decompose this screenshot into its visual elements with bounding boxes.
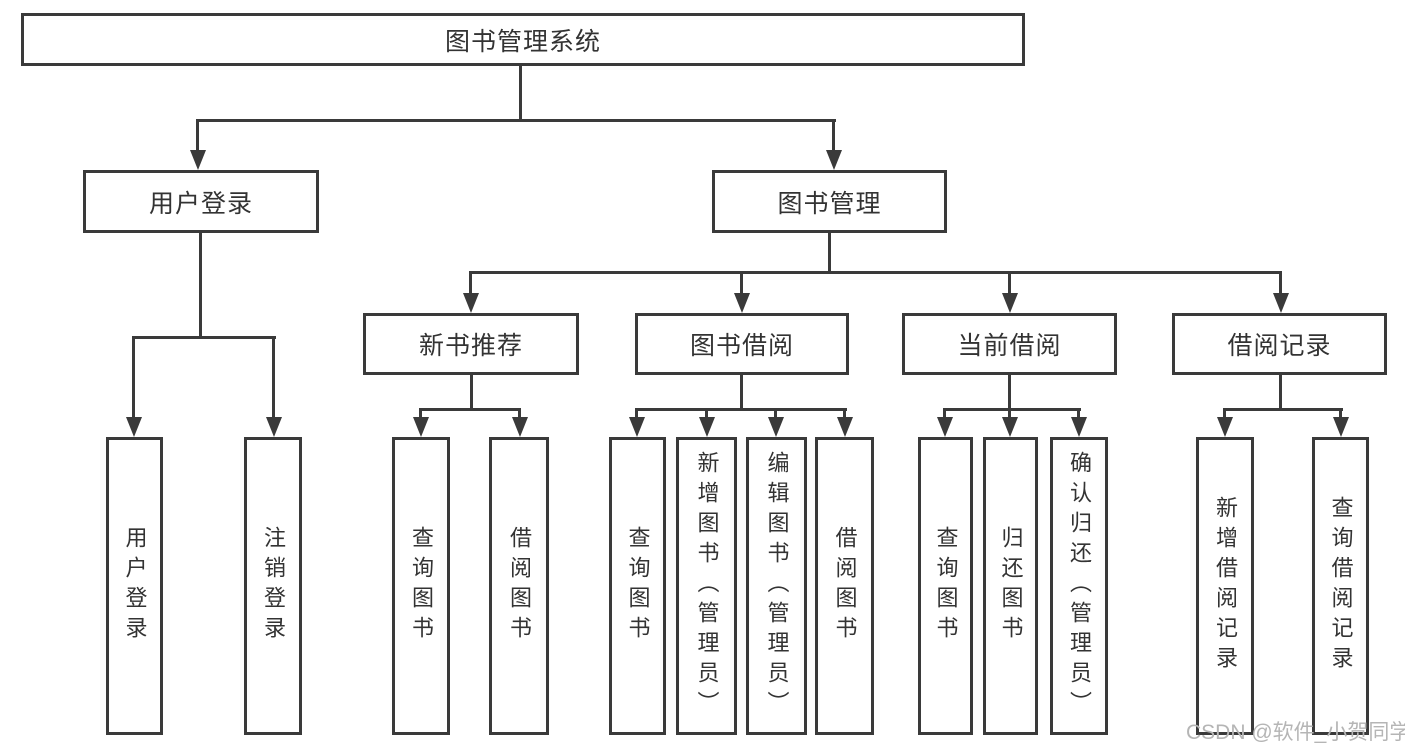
arrowhead-bb-edit <box>768 417 784 437</box>
edge-to-new-book-recommend <box>469 271 472 295</box>
edge-to-br-add <box>1223 408 1226 420</box>
arrowhead-user-login <box>190 150 206 170</box>
node-user-login: 用户登录 <box>83 170 319 233</box>
edge-root-branch <box>197 119 836 122</box>
edge-to-br-query <box>1339 408 1342 420</box>
arrowhead-br-query <box>1333 417 1349 437</box>
edge-br-stem <box>1279 375 1282 411</box>
arrowhead-leaf-user-login <box>126 417 142 437</box>
node-new-book-recommend: 新书推荐 <box>363 313 579 375</box>
edge-to-cb-return <box>1008 408 1011 420</box>
edge-to-nbr-borrow <box>518 408 521 420</box>
edge-to-current-borrow <box>1008 271 1011 295</box>
node-borrow-record-label: 借阅记录 <box>1227 332 1332 360</box>
node-book-management-label: 图书管理 <box>777 189 882 218</box>
leaf-cb-confirm-return-admin: 确认归还（管理员） <box>1050 437 1108 735</box>
node-current-borrow: 当前借阅 <box>902 313 1117 375</box>
arrowhead-bb-query <box>629 417 645 437</box>
node-book-management: 图书管理 <box>712 170 947 233</box>
leaf-cb-return-book-label: 归还图书 <box>998 526 1024 646</box>
arrowhead-bb-borrow <box>837 417 853 437</box>
leaf-nbr-query-book-label: 查询图书 <box>409 526 434 646</box>
node-root-label: 图书管理系统 <box>444 27 601 56</box>
arrowhead-bb-add <box>699 417 715 437</box>
leaf-cb-query-book: 查询图书 <box>918 437 973 735</box>
edge-to-cb-query <box>943 408 946 420</box>
edge-to-bb-query <box>635 408 638 420</box>
arrowhead-book-mgmt <box>826 150 842 170</box>
edge-to-cb-confirm <box>1077 408 1080 420</box>
arrowhead-borrow-record <box>1273 293 1289 313</box>
edge-user-login-stem <box>199 233 202 339</box>
node-root: 图书管理系统 <box>21 13 1025 66</box>
leaf-br-add-record: 新增借阅记录 <box>1196 437 1254 735</box>
arrowhead-cb-return <box>1002 417 1018 437</box>
leaf-nbr-borrow-book: 借阅图书 <box>489 437 549 735</box>
edge-br-branch <box>1224 408 1343 411</box>
edge-bb-stem <box>740 375 743 411</box>
leaf-user-login: 用户登录 <box>106 437 163 735</box>
arrowhead-current-borrow <box>1002 293 1018 313</box>
leaf-br-query-record-label: 查询借阅记录 <box>1328 496 1354 676</box>
edge-to-borrow-record <box>1279 271 1282 295</box>
leaf-bb-add-book-admin-label: 新增图书（管理员） <box>694 451 720 721</box>
edge-root-to-book-mgmt <box>832 119 835 155</box>
leaf-bb-add-book-admin: 新增图书（管理员） <box>676 437 737 735</box>
arrowhead-new-book-recommend <box>463 293 479 313</box>
arrowhead-cb-confirm <box>1071 417 1087 437</box>
arrowhead-br-add <box>1217 417 1233 437</box>
leaf-logout-label: 注销登录 <box>261 526 286 646</box>
edge-to-book-borrow <box>740 271 743 295</box>
leaf-br-query-record: 查询借阅记录 <box>1312 437 1369 735</box>
leaf-bb-query-book-label: 查询图书 <box>625 526 651 646</box>
leaf-br-add-record-label: 新增借阅记录 <box>1213 496 1238 676</box>
edge-bb-branch <box>636 408 847 411</box>
edge-root-to-user-login <box>196 119 199 155</box>
csdn-watermark: CSDN @软件_小贺同学 <box>1186 721 1405 744</box>
arrowhead-cb-query <box>937 417 953 437</box>
edge-to-leaf-logout <box>272 336 275 418</box>
arrowhead-nbr-borrow <box>512 417 528 437</box>
leaf-bb-query-book: 查询图书 <box>609 437 666 735</box>
edge-user-login-branch <box>133 336 276 339</box>
edge-to-bb-borrow <box>843 408 846 420</box>
edge-cb-stem <box>1008 375 1011 411</box>
edge-to-nbr-query <box>419 408 422 420</box>
arrowhead-book-borrow <box>734 293 750 313</box>
leaf-bb-borrow-book-label: 借阅图书 <box>832 526 858 646</box>
edge-nbr-branch <box>420 408 521 411</box>
arrowhead-nbr-query <box>413 417 429 437</box>
edge-book-mgmt-branch <box>470 271 1282 274</box>
leaf-user-login-label: 用户登录 <box>122 526 148 646</box>
leaf-bb-borrow-book: 借阅图书 <box>815 437 874 735</box>
node-book-borrow: 图书借阅 <box>635 313 849 375</box>
leaf-bb-edit-book-admin: 编辑图书（管理员） <box>746 437 807 735</box>
leaf-nbr-query-book: 查询图书 <box>392 437 450 735</box>
edge-nbr-stem <box>470 375 473 411</box>
node-borrow-record: 借阅记录 <box>1172 313 1387 375</box>
leaf-cb-return-book: 归还图书 <box>983 437 1038 735</box>
edge-to-bb-add <box>705 408 708 420</box>
node-new-book-recommend-label: 新书推荐 <box>418 332 523 360</box>
edge-to-bb-edit <box>774 408 777 420</box>
leaf-cb-confirm-return-admin-label: 确认归还（管理员） <box>1067 451 1092 721</box>
leaf-bb-edit-book-admin-label: 编辑图书（管理员） <box>764 451 790 721</box>
node-current-borrow-label: 当前借阅 <box>957 332 1062 360</box>
edge-book-mgmt-stem <box>828 233 831 274</box>
leaf-cb-query-book-label: 查询图书 <box>933 526 959 646</box>
arrowhead-leaf-logout <box>266 417 282 437</box>
node-user-login-label: 用户登录 <box>148 189 253 218</box>
edge-cb-branch <box>944 408 1081 411</box>
node-book-borrow-label: 图书借阅 <box>689 332 794 360</box>
leaf-nbr-borrow-book-label: 借阅图书 <box>507 526 532 646</box>
edge-to-leaf-user-login <box>132 336 135 418</box>
edge-root-stem <box>519 66 522 122</box>
leaf-logout: 注销登录 <box>244 437 302 735</box>
